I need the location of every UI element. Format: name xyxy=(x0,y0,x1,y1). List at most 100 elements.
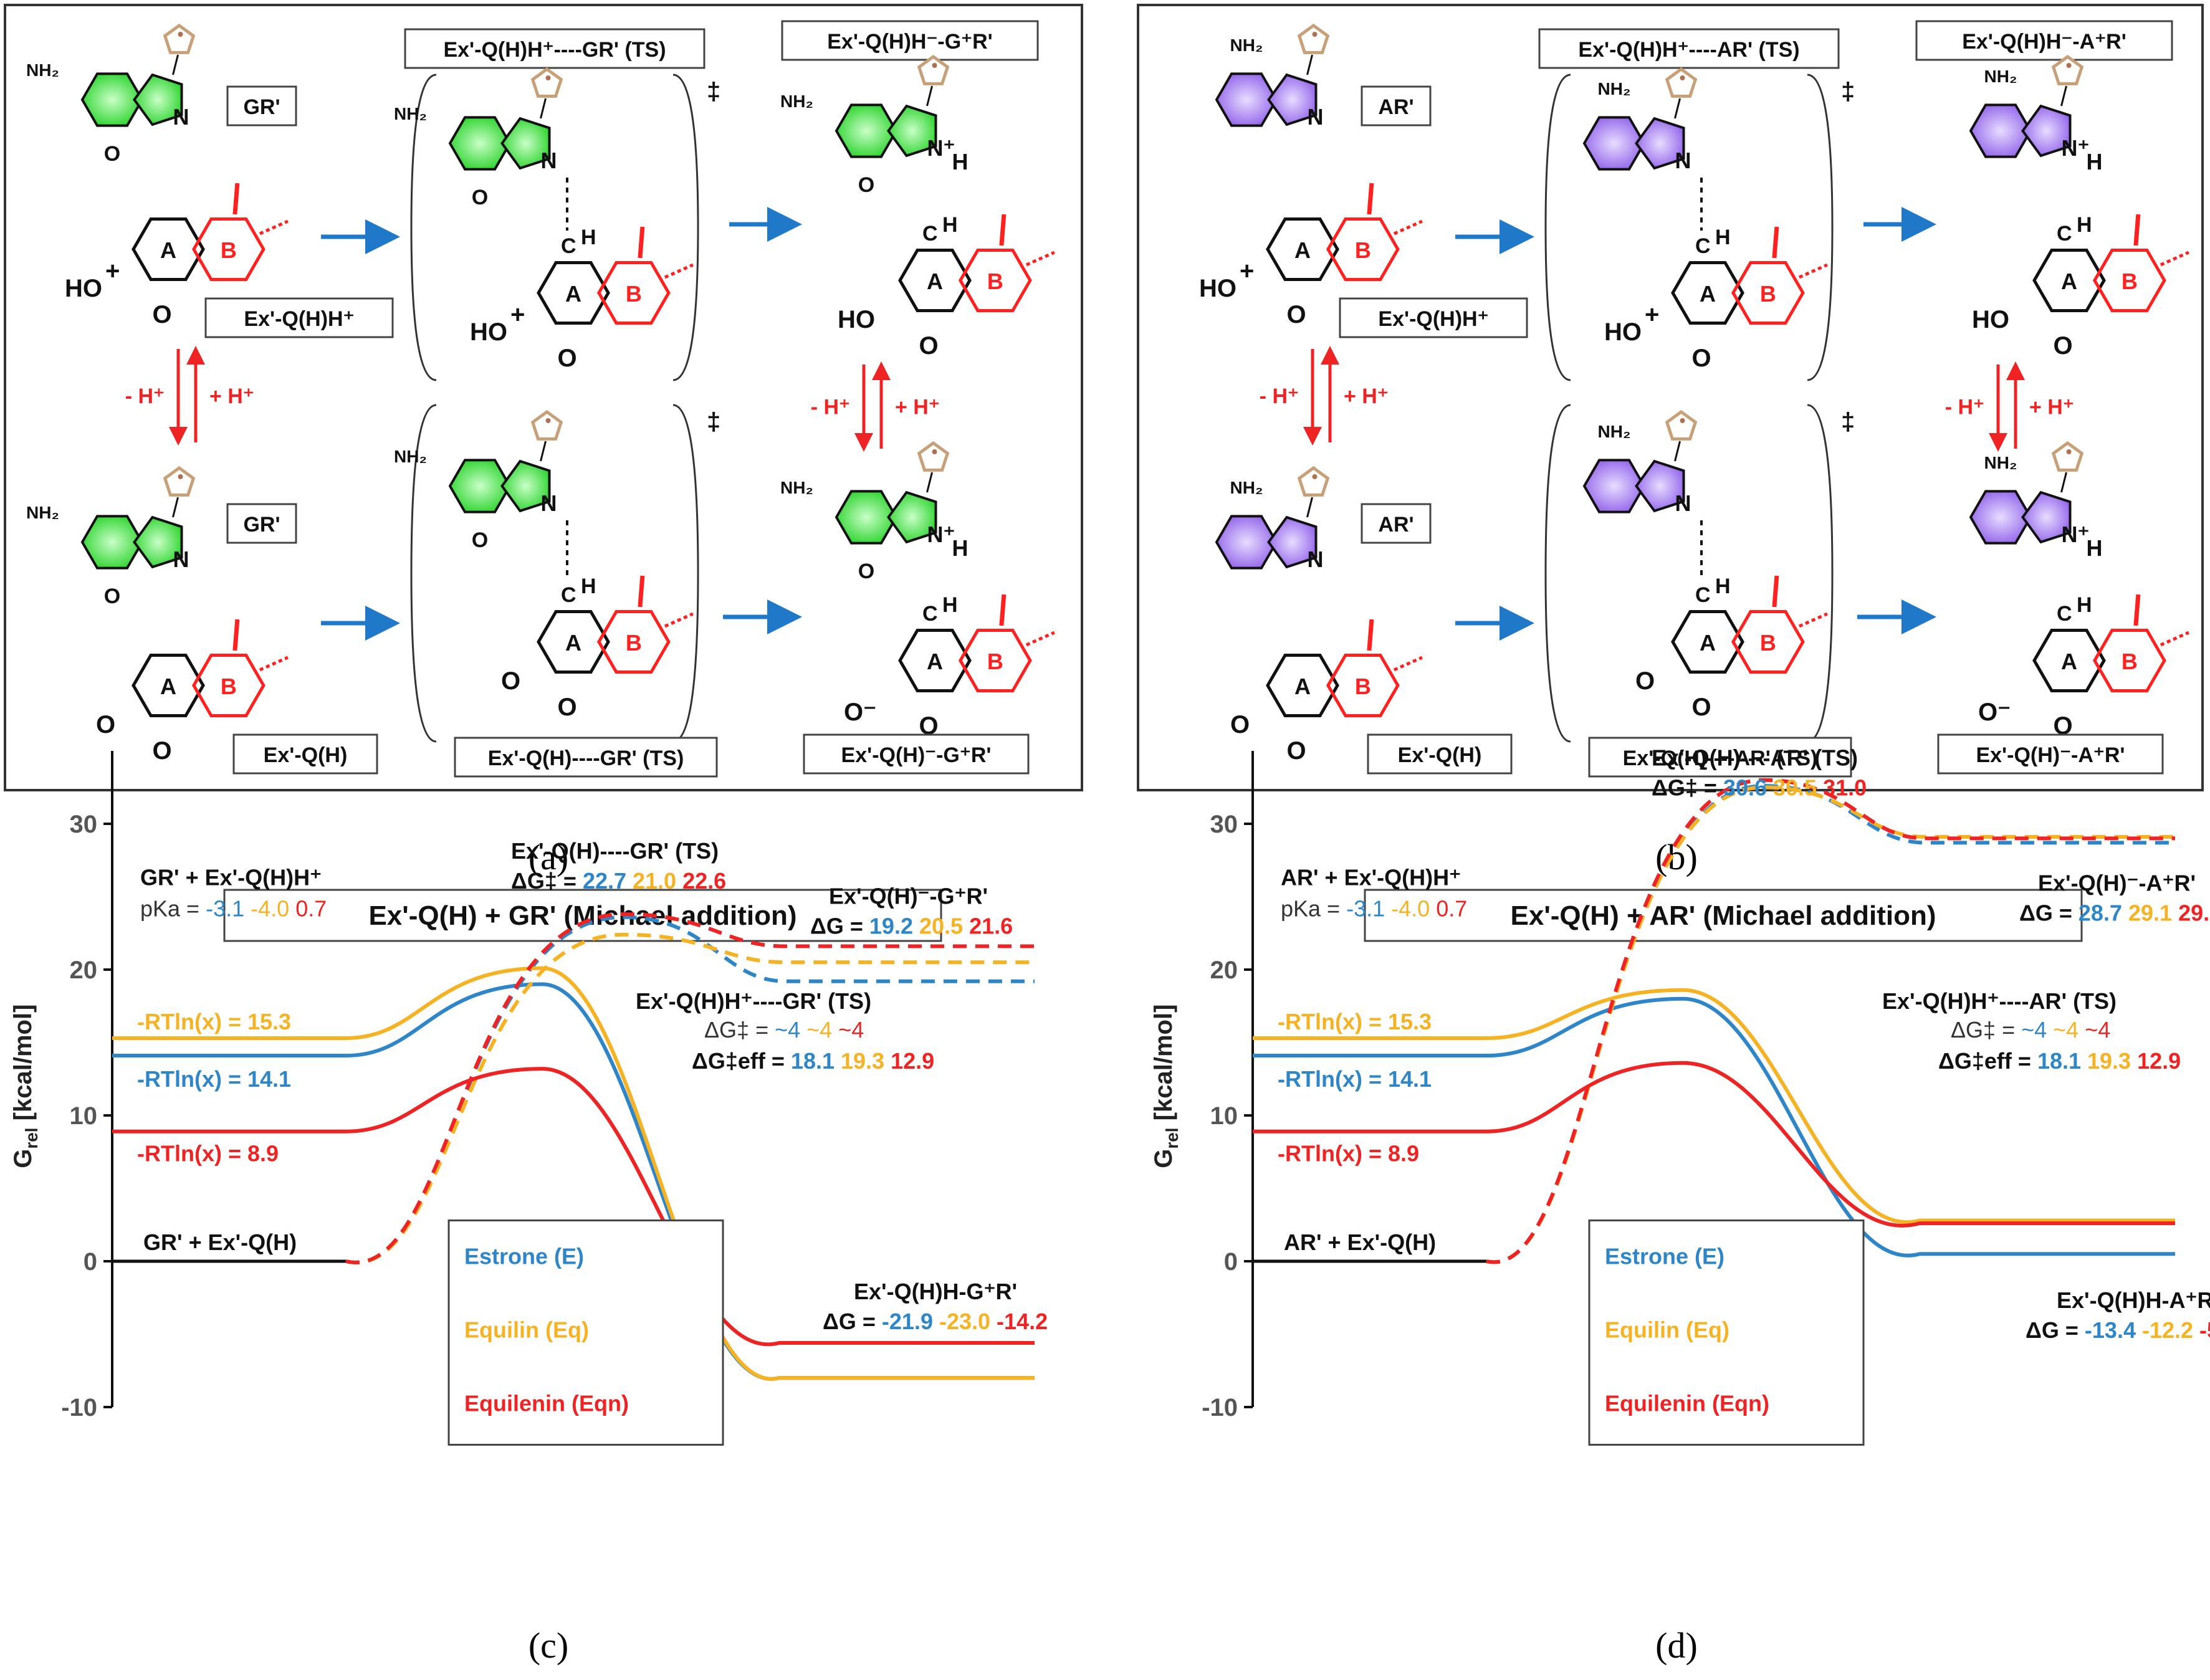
hash-bond xyxy=(259,656,289,672)
methyl-wedge xyxy=(638,575,645,608)
ring-a-label: A xyxy=(160,674,176,699)
guanine-five-ring xyxy=(133,73,183,126)
panel-b-frame xyxy=(1137,4,2204,791)
y-tick-label: 20 xyxy=(70,957,98,984)
plus-charge: + xyxy=(1645,301,1659,328)
n7-atom: N⁺ xyxy=(927,522,955,547)
ts-bracket-left xyxy=(1544,404,1571,743)
adenine-five-ring xyxy=(1267,515,1318,569)
ts-top-label-box xyxy=(1538,28,1840,69)
guanine-six-ring xyxy=(448,116,512,171)
legend-box xyxy=(1588,1219,1865,1446)
carbon-atom: C xyxy=(1695,234,1711,258)
sugar-ring xyxy=(1665,409,1698,441)
sugar-o-atom xyxy=(932,449,937,454)
prod-dg-value: 19.2 xyxy=(869,914,919,939)
glycosidic-bond xyxy=(540,441,547,462)
y-axis-label-sub: rel xyxy=(22,1127,41,1148)
ring-a xyxy=(2032,629,2106,692)
n7-atom: N xyxy=(173,104,189,130)
h-atom: H xyxy=(581,575,596,598)
pka-label: pKa = xyxy=(140,895,206,921)
deprotonation-label: - H⁺ xyxy=(811,396,850,419)
ring-b xyxy=(596,610,671,674)
tsh-dg-value: ~4 xyxy=(775,1017,806,1043)
ring-a-label: A xyxy=(2061,269,2077,294)
ts-dg-value: 30.5 xyxy=(1773,775,1823,800)
y-axis-label: Grel [kcal/mol] xyxy=(9,1005,41,1168)
sugar-o-atom xyxy=(1312,32,1318,37)
ring-b-label: B xyxy=(1355,674,1371,699)
sugar-ring xyxy=(917,54,950,85)
ts-protonated-eff: ΔG‡eff = 18.1 19.3 12.9 xyxy=(1938,1048,2181,1074)
guanine-six-ring xyxy=(835,103,898,158)
ketone-o-2: O xyxy=(501,667,520,695)
n7-atom: N xyxy=(1308,546,1324,572)
pka-line: pKa = -3.1 -4.0 0.7 xyxy=(1281,895,1467,921)
prod-dg-value: 28.7 xyxy=(2078,900,2128,926)
hash-bond xyxy=(664,263,694,279)
ketone-o: O xyxy=(1286,737,1306,765)
glycosidic-bond xyxy=(540,98,547,119)
pka-value: 0.7 xyxy=(295,895,327,921)
rt-label: -RTln(x) = 14.1 xyxy=(1278,1066,1432,1092)
hash-bond xyxy=(259,219,289,236)
n7-atom: N⁺ xyxy=(927,135,955,161)
legend-item: Equilenin (Eqn) xyxy=(1605,1390,1769,1416)
ring-b xyxy=(1326,217,1400,281)
ring-a-label: A xyxy=(1294,674,1311,699)
plus-charge: + xyxy=(1240,257,1254,285)
ring-b-label: B xyxy=(987,269,1003,294)
n7-atom: N xyxy=(173,546,189,572)
h-atom: H xyxy=(1715,226,1731,249)
tsh-dg-label: ΔG‡ = xyxy=(704,1017,775,1043)
sugar-o-atom xyxy=(2066,449,2072,454)
caption-c: (c) xyxy=(529,1625,568,1666)
h-atom: H xyxy=(942,213,958,237)
reactant-bottom-label: AR' xyxy=(1378,513,1414,537)
ketone-o: O xyxy=(1691,345,1711,372)
ring-a-label: A xyxy=(927,649,943,674)
ts-dg-value: 22.6 xyxy=(682,868,726,894)
methyl-wedge xyxy=(1367,183,1374,215)
deprotonation-label: - H⁺ xyxy=(1945,396,1984,419)
quinone-top-label: Ex'-Q(H)H⁺ xyxy=(1378,307,1488,331)
carbon-atom: C xyxy=(2057,602,2072,626)
pka-line: pKa = -3.1 -4.0 0.7 xyxy=(140,895,327,921)
tsh-eff-label: ΔG‡eff = xyxy=(692,1048,791,1074)
ts-bracket-left xyxy=(1544,74,1571,381)
guanine-five-ring xyxy=(887,490,937,544)
rt-label: -RTln(x) = 14.1 xyxy=(137,1066,291,1092)
chart-title: Ex'-Q(H) + AR' (Michael addition) xyxy=(1511,900,1936,931)
sugar-ring xyxy=(917,441,950,472)
sugar-o-atom xyxy=(545,418,551,423)
rt-label: -RTln(x) = 8.9 xyxy=(1278,1141,1419,1167)
product-bottom-label-box xyxy=(1937,733,2164,775)
ts-top-label-box xyxy=(404,28,706,69)
amine-label: NH₂ xyxy=(780,478,813,497)
ring-a xyxy=(1671,261,1744,325)
ring-a xyxy=(537,261,610,325)
hash-bond xyxy=(664,612,694,628)
double-dagger: ‡ xyxy=(707,408,720,436)
glycosidic-bond xyxy=(172,54,179,75)
reactant-label: AR' + Ex'-Q(H) xyxy=(1284,1229,1436,1255)
y-axis-label-sub: rel xyxy=(1162,1127,1182,1148)
ketone-o: O xyxy=(152,301,171,328)
dashed-pathway-2 xyxy=(1486,778,2175,1264)
methyl-wedge xyxy=(999,594,1007,626)
y-axis-label-unit: [kcal/mol] xyxy=(9,1005,37,1128)
sugar-ring xyxy=(1297,23,1330,54)
reactant-bottom-label-box xyxy=(226,503,297,544)
final-dg-value: -21.9 xyxy=(882,1309,939,1334)
product-bottom-label: Ex'-Q(H)⁻-G⁺R' xyxy=(841,743,992,767)
ring-a xyxy=(1266,654,1339,717)
n7-atom: N xyxy=(541,148,557,173)
ts-direct-dg: ΔG‡ = 30.6 30.5 31.0 xyxy=(1652,775,1867,800)
y-tick-label: 10 xyxy=(70,1102,98,1130)
carbon-atom: C xyxy=(561,583,576,607)
sugar-ring xyxy=(2051,54,2084,85)
double-dagger: ‡ xyxy=(1841,78,1855,105)
legend-item: Equilin (Eq) xyxy=(1605,1317,1729,1342)
